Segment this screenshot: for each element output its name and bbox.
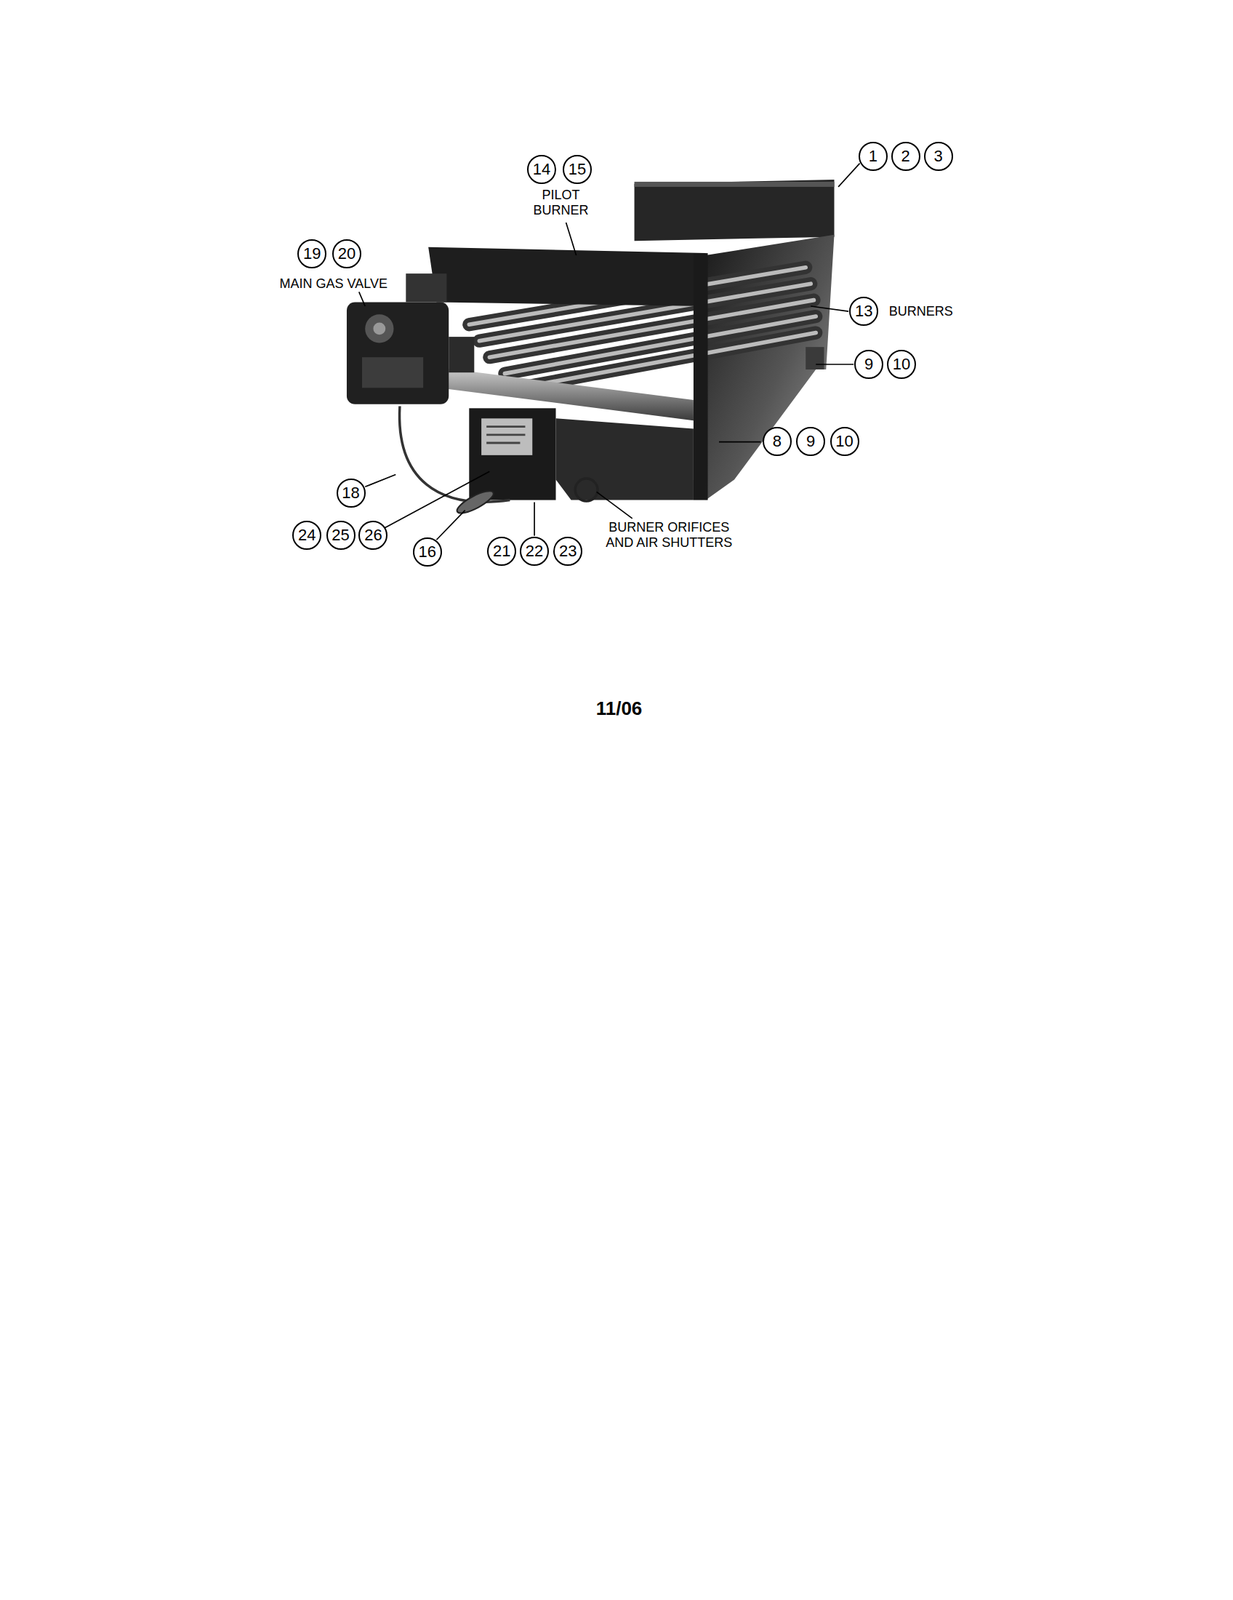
igniter bbox=[454, 487, 496, 517]
callout-circle: 9 bbox=[854, 349, 884, 379]
callout-number: 14 bbox=[532, 161, 551, 178]
callout-number: 21 bbox=[492, 543, 511, 560]
back-panel bbox=[634, 179, 835, 241]
back-panel-lip bbox=[634, 181, 835, 187]
callout-circle: 10 bbox=[830, 426, 860, 456]
leader-lines bbox=[359, 163, 861, 541]
callout-circle: 9 bbox=[796, 426, 826, 456]
callout-number: 23 bbox=[559, 543, 577, 560]
callout-circle: 8 bbox=[762, 426, 792, 456]
callout-number: 1 bbox=[868, 148, 878, 165]
callout-circle: 14 bbox=[527, 154, 557, 184]
gas-valve bbox=[346, 273, 475, 405]
callout-number: 26 bbox=[364, 527, 382, 544]
callout-circle: 21 bbox=[487, 536, 517, 566]
callout-circle: 16 bbox=[412, 537, 443, 567]
callout-number: 25 bbox=[331, 527, 349, 544]
callout-number: 24 bbox=[298, 527, 316, 544]
frame-leg bbox=[805, 346, 824, 370]
callout-circle: 10 bbox=[886, 349, 917, 379]
date-code: 11/06 bbox=[596, 697, 643, 720]
callout-number: 18 bbox=[341, 484, 360, 501]
callout-circle: 15 bbox=[562, 154, 592, 184]
callout-number: 2 bbox=[901, 148, 911, 165]
part-label: BURNERS bbox=[889, 303, 954, 320]
part-label: PILOT BURNER bbox=[533, 187, 589, 218]
callout-number: 22 bbox=[525, 543, 544, 560]
callout-number: 9 bbox=[864, 356, 874, 373]
callout-circle: 19 bbox=[297, 239, 327, 269]
callout-circle: 3 bbox=[924, 141, 954, 171]
callout-number: 13 bbox=[854, 303, 873, 320]
callout-circle: 22 bbox=[519, 536, 549, 566]
callout-number: 15 bbox=[568, 161, 586, 178]
callout-circle: 23 bbox=[553, 536, 583, 566]
callout-circle: 26 bbox=[358, 520, 388, 550]
callout-number: 10 bbox=[892, 356, 911, 373]
callout-number: 20 bbox=[338, 245, 356, 262]
callout-number: 19 bbox=[303, 245, 321, 262]
callout-number: 9 bbox=[806, 433, 815, 450]
part-label: BURNER ORIFICES AND AIR SHUTTERS bbox=[596, 520, 742, 551]
callout-circle: 25 bbox=[326, 520, 356, 550]
control-box bbox=[468, 407, 598, 501]
callout-number: 16 bbox=[418, 543, 437, 560]
callout-number: 10 bbox=[835, 433, 853, 450]
callout-number: 3 bbox=[933, 148, 943, 165]
callout-circle: 20 bbox=[332, 239, 362, 269]
callout-circle: 24 bbox=[292, 520, 322, 550]
callout-circle: 1 bbox=[858, 141, 888, 171]
callout-circle: 2 bbox=[891, 141, 921, 171]
callout-circle: 13 bbox=[849, 296, 879, 326]
front-post bbox=[693, 252, 709, 500]
front-panel bbox=[428, 247, 706, 307]
part-label: MAIN GAS VALVE bbox=[279, 276, 388, 292]
callout-number: 8 bbox=[772, 433, 782, 450]
thermocouple-tube bbox=[399, 406, 511, 503]
callout-circle: 18 bbox=[336, 478, 366, 508]
